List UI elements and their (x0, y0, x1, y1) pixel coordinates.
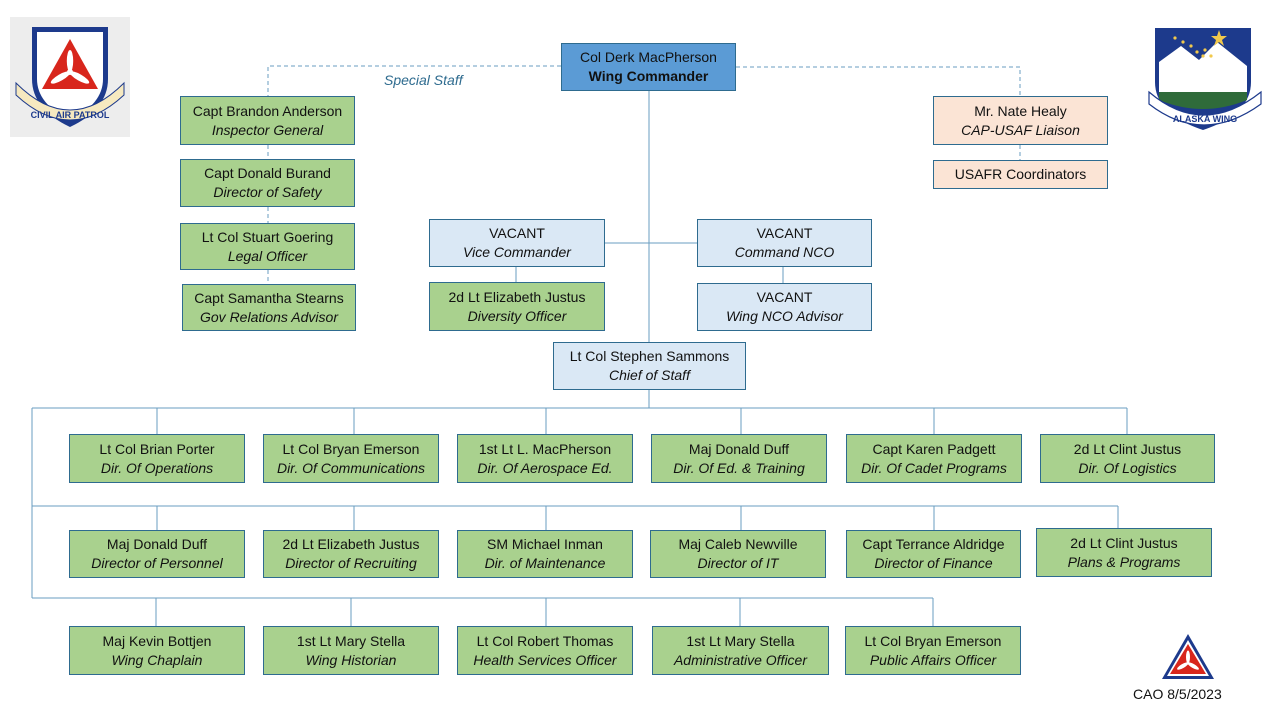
person-role: Director of Recruiting (285, 555, 417, 571)
plans-programs-box: 2d Lt Clint Justus Plans & Programs (1036, 528, 1212, 577)
person-role: Dir. Of Communications (276, 459, 426, 476)
person-name: Mr. Nate Healy (974, 102, 1067, 119)
director-recruiting-box: 2d Lt Elizabeth Justus Director of Recru… (263, 530, 439, 578)
command-nco-box: VACANT Command NCO (697, 219, 872, 267)
person-role: Director of Finance (874, 555, 993, 571)
gov-relations-advisor-box: Capt Samantha Stearns Gov Relations Advi… (182, 284, 356, 331)
public-affairs-officer-box: Lt Col Bryan Emerson Public Affairs Offi… (845, 626, 1021, 675)
person-role: Dir. Of Operations (100, 459, 214, 476)
person-role: CAP-USAF Liaison (961, 121, 1080, 138)
person-name: Maj Caleb Newville (678, 536, 798, 552)
person-name: 2d Lt Elizabeth Justus (282, 536, 420, 552)
person-role: Command NCO (734, 244, 835, 260)
wing-historian-box: 1st Lt Mary Stella Wing Historian (263, 626, 439, 675)
person-role: Health Services Officer (473, 651, 617, 668)
director-it-box: Maj Caleb Newville Director of IT (650, 530, 826, 578)
person-role: Chief of Staff (609, 367, 690, 383)
person-name: 1st Lt L. MacPherson (478, 440, 612, 457)
person-name: Lt Col Brian Porter (99, 440, 215, 457)
person-role: Gov Relations Advisor (200, 308, 338, 325)
director-cadet-programs-box: Capt Karen Padgett Dir. Of Cadet Program… (846, 434, 1022, 483)
administrative-officer-box: 1st Lt Mary Stella Administrative Office… (652, 626, 829, 675)
cap-usaf-liaison-box: Mr. Nate Healy CAP-USAF Liaison (933, 96, 1108, 145)
person-role: Dir. Of Aerospace Ed. (477, 459, 613, 476)
person-name: Lt Col Bryan Emerson (864, 632, 1002, 649)
person-role: Legal Officer (227, 247, 308, 264)
person-role: Dir. Of Logistics (1078, 459, 1177, 476)
director-of-safety-box: Capt Donald Burand Director of Safety (180, 159, 355, 207)
person-role: Public Affairs Officer (869, 651, 997, 668)
footer-date: CAO 8/5/2023 (1133, 686, 1222, 702)
director-ed-training-box: Maj Donald Duff Dir. Of Ed. & Training (651, 434, 827, 483)
person-role: Plans & Programs (1067, 553, 1181, 570)
health-services-officer-box: Lt Col Robert Thomas Health Services Off… (457, 626, 633, 675)
person-name: 2d Lt Clint Justus (1073, 440, 1182, 457)
person-role: Director of Safety (213, 184, 322, 200)
director-finance-box: Capt Terrance Aldridge Director of Finan… (846, 530, 1021, 578)
person-name: 2d Lt Clint Justus (1070, 534, 1178, 551)
special-staff-label: Special Staff (384, 72, 463, 88)
cap-logo-text: CIVIL AIR PATROL (31, 110, 110, 120)
director-aerospace-ed-box: 1st Lt L. MacPherson Dir. Of Aerospace E… (457, 434, 633, 483)
person-role: Director of Personnel (91, 555, 223, 571)
director-personnel-box: Maj Donald Duff Director of Personnel (69, 530, 245, 578)
person-name: Capt Samantha Stearns (194, 289, 344, 306)
director-communications-box: Lt Col Bryan Emerson Dir. Of Communicati… (263, 434, 439, 483)
person-name: Lt Col Bryan Emerson (282, 440, 420, 457)
director-maintenance-box: SM Michael Inman Dir. of Maintenance (457, 530, 633, 578)
person-name: 2d Lt Elizabeth Justus (448, 288, 586, 305)
person-role: Wing Historian (305, 651, 397, 668)
wing-nco-advisor-box: VACANT Wing NCO Advisor (697, 283, 872, 331)
person-name: Maj Donald Duff (106, 536, 208, 552)
person-name: Capt Karen Padgett (872, 440, 996, 457)
person-role: Wing Chaplain (111, 651, 203, 668)
person-name: 1st Lt Mary Stella (296, 632, 406, 649)
person-name: Capt Terrance Aldridge (862, 536, 1005, 552)
person-name: VACANT (489, 225, 545, 241)
person-role: Administrative Officer (673, 651, 808, 668)
person-role: Director of IT (697, 555, 779, 571)
wing-commander-box: Col Derk MacPherson Wing Commander (561, 43, 736, 91)
inspector-general-box: Capt Brandon Anderson Inspector General (180, 96, 355, 145)
wing-chaplain-box: Maj Kevin Bottjen Wing Chaplain (69, 626, 245, 675)
alaska-wing-logo: ALASKA WING (1148, 28, 1262, 130)
legal-officer-box: Lt Col Stuart Goering Legal Officer (180, 223, 355, 270)
person-name: Capt Donald Burand (204, 165, 331, 181)
commander-name: Col Derk MacPherson (580, 49, 717, 65)
person-role: Vice Commander (463, 244, 571, 260)
person-role: Wing NCO Advisor (726, 308, 843, 324)
director-operations-box: Lt Col Brian Porter Dir. Of Operations (69, 434, 245, 483)
person-role: Dir. Of Ed. & Training (673, 459, 805, 476)
person-name: VACANT (756, 289, 813, 305)
person-name: Lt Col Stephen Sammons (569, 348, 730, 364)
person-name: SM Michael Inman (487, 536, 603, 552)
chief-of-staff-box: Lt Col Stephen Sammons Chief of Staff (553, 342, 746, 390)
person-name: USAFR Coordinators (954, 166, 1087, 182)
person-name: Lt Col Stuart Goering (201, 228, 334, 245)
person-name: Capt Brandon Anderson (192, 102, 343, 119)
person-role: Dir. Of Cadet Programs (861, 459, 1007, 476)
person-name: Maj Donald Duff (688, 440, 790, 457)
cap-emblem-icon (1162, 634, 1214, 679)
alaska-wing-logo-text: ALASKA WING (1173, 114, 1237, 124)
person-role: Diversity Officer (467, 307, 567, 324)
diversity-officer-box: 2d Lt Elizabeth Justus Diversity Officer (429, 282, 605, 331)
person-role: Dir. of Maintenance (484, 555, 606, 571)
director-logistics-box: 2d Lt Clint Justus Dir. Of Logistics (1040, 434, 1215, 483)
vice-commander-box: VACANT Vice Commander (429, 219, 605, 267)
person-name: 1st Lt Mary Stella (686, 632, 795, 649)
person-role: Inspector General (211, 121, 324, 138)
person-name: Maj Kevin Bottjen (102, 632, 212, 649)
person-name: Lt Col Robert Thomas (476, 632, 614, 649)
usafr-coordinators-box: USAFR Coordinators (933, 160, 1108, 189)
commander-role: Wing Commander (588, 68, 709, 84)
person-name: VACANT (756, 225, 813, 241)
civil-air-patrol-logo: CIVIL AIR PATROL (10, 17, 130, 137)
